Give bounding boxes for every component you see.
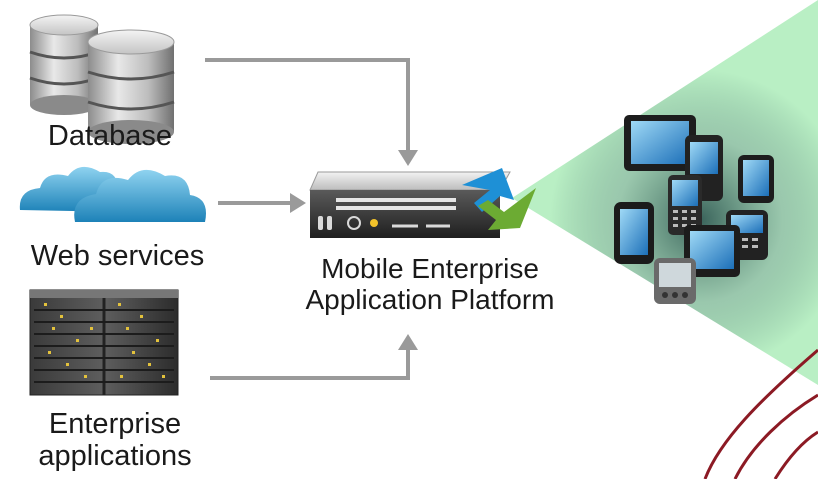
platform-label-line-2: Application Platform xyxy=(305,284,555,316)
enterprise-applications-label-line-2: applications xyxy=(38,440,192,473)
arrow-head-right xyxy=(290,193,306,213)
cloud-icon xyxy=(19,166,207,222)
appliance-icon xyxy=(309,168,536,238)
web-services-label-line: Web services xyxy=(30,240,205,272)
inbound-arrow-icon xyxy=(478,188,536,230)
enterprise-applications-label-line-1: Enterprise xyxy=(48,408,182,440)
arrow-head-up xyxy=(398,334,418,350)
enterprise-applications-label: Enterprise applications xyxy=(0,408,230,473)
platform-label: Mobile Enterprise Application Platform xyxy=(270,253,590,316)
platform-label-line-1: Mobile Enterprise xyxy=(321,253,539,284)
connector-arrows xyxy=(205,58,410,380)
web-services-label: Web services xyxy=(0,240,235,272)
outbound-arrow-icon xyxy=(462,168,514,212)
database-label: Database xyxy=(0,120,220,152)
mobile-devices-icon xyxy=(614,115,774,304)
arrow-heads xyxy=(290,150,418,350)
distribution-beam xyxy=(512,0,818,385)
database-label-line: Database xyxy=(47,120,173,152)
server-rack-icon xyxy=(29,289,179,396)
decorative-swoosh xyxy=(703,348,818,479)
enterprise-connector xyxy=(210,350,410,380)
database-icon xyxy=(29,14,175,144)
arrow-head-down xyxy=(398,150,418,166)
database-connector xyxy=(205,58,410,150)
